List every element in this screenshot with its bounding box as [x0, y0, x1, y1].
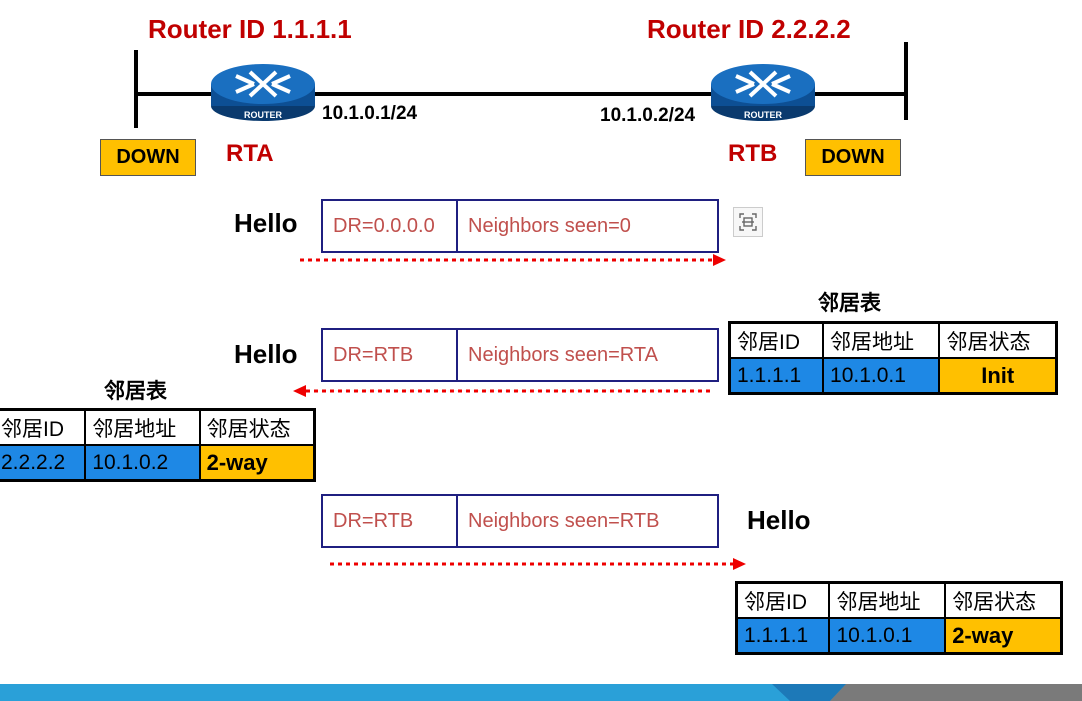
cell-neighbor-address: 10.1.0.1	[828, 617, 947, 655]
rta-state-badge: DOWN	[100, 139, 196, 176]
col-neighbor-id: 邻居ID	[735, 581, 831, 619]
hello-3-dr: DR=RTB	[323, 496, 458, 546]
rtb-device-label: ROUTER	[744, 110, 783, 120]
hello-1-neighbors: Neighbors seen=0	[468, 214, 631, 237]
hello-1-dr: DR=0.0.0.0	[323, 201, 458, 251]
col-neighbor-id: 邻居ID	[728, 321, 825, 359]
cell-neighbor-id: 1.1.1.1	[728, 357, 825, 395]
hello-2-neighbors: Neighbors seen=RTA	[468, 343, 658, 366]
cell-neighbor-address: 10.1.0.1	[822, 357, 941, 395]
hello-1-arrow-right	[298, 253, 728, 267]
rtb-state-badge: DOWN	[805, 139, 901, 176]
col-neighbor-address: 邻居地址	[828, 581, 947, 619]
col-neighbor-state: 邻居状态	[198, 408, 316, 446]
cell-neighbor-id: 2.2.2.2	[0, 444, 87, 482]
cell-neighbor-state: Init	[938, 357, 1058, 395]
rta-router-id: Router ID 1.1.1.1	[148, 14, 352, 44]
col-neighbor-state: 邻居状态	[944, 581, 1063, 619]
hello-3-neighbors: Neighbors seen=RTB	[468, 509, 660, 532]
rta-ip: 10.1.0.1/24	[322, 103, 418, 124]
hello-2-dr: DR=RTB	[323, 330, 458, 380]
hello-packet-3: DR=RTB Neighbors seen=RTB	[321, 494, 719, 548]
cell-neighbor-state: 2-way	[198, 444, 316, 482]
rtb-segment-end	[904, 42, 908, 120]
rtb-neighbor-table-2way: 邻居ID 邻居地址 邻居状态 1.1.1.1 10.1.0.1 2-way	[735, 581, 1063, 655]
rtb-neighbor-table-init: 邻居ID 邻居地址 邻居状态 1.1.1.1 10.1.0.1 Init	[728, 321, 1058, 395]
rta-neighbor-table: 邻居ID 邻居地址 邻居状态 2.2.2.2 10.1.0.2 2-way	[0, 408, 316, 482]
rtb-name: RTB	[728, 140, 778, 167]
cell-neighbor-id: 1.1.1.1	[735, 617, 831, 655]
network-link	[136, 92, 906, 96]
footer-band	[0, 684, 1082, 701]
rta-router-icon: ROUTER	[210, 62, 316, 122]
rtb-router-icon: ROUTER	[710, 62, 816, 122]
col-neighbor-address: 邻居地址	[822, 321, 941, 359]
rta-name: RTA	[226, 140, 274, 167]
rtb-neighbor-table-title: 邻居表	[818, 292, 881, 315]
cell-neighbor-state: 2-way	[944, 617, 1063, 655]
hello-label-3: Hello	[747, 505, 811, 535]
col-neighbor-address: 邻居地址	[84, 408, 201, 446]
rtb-ip: 10.1.0.2/24	[600, 105, 696, 126]
rtb-router-id: Router ID 2.2.2.2	[647, 14, 851, 44]
hello-3-arrow-right	[328, 557, 748, 571]
col-neighbor-id: 邻居ID	[0, 408, 87, 446]
scan-icon[interactable]	[733, 207, 763, 237]
hello-packet-2: DR=RTB Neighbors seen=RTA	[321, 328, 719, 382]
rta-neighbor-table-title: 邻居表	[104, 380, 167, 403]
hello-label-2: Hello	[234, 339, 298, 369]
cell-neighbor-address: 10.1.0.2	[84, 444, 201, 482]
hello-packet-1: DR=0.0.0.0 Neighbors seen=0	[321, 199, 719, 253]
hello-label-1: Hello	[234, 208, 298, 238]
rta-segment-end	[134, 50, 138, 128]
hello-2-arrow-left	[292, 384, 712, 398]
rta-device-label: ROUTER	[244, 110, 283, 120]
col-neighbor-state: 邻居状态	[938, 321, 1058, 359]
